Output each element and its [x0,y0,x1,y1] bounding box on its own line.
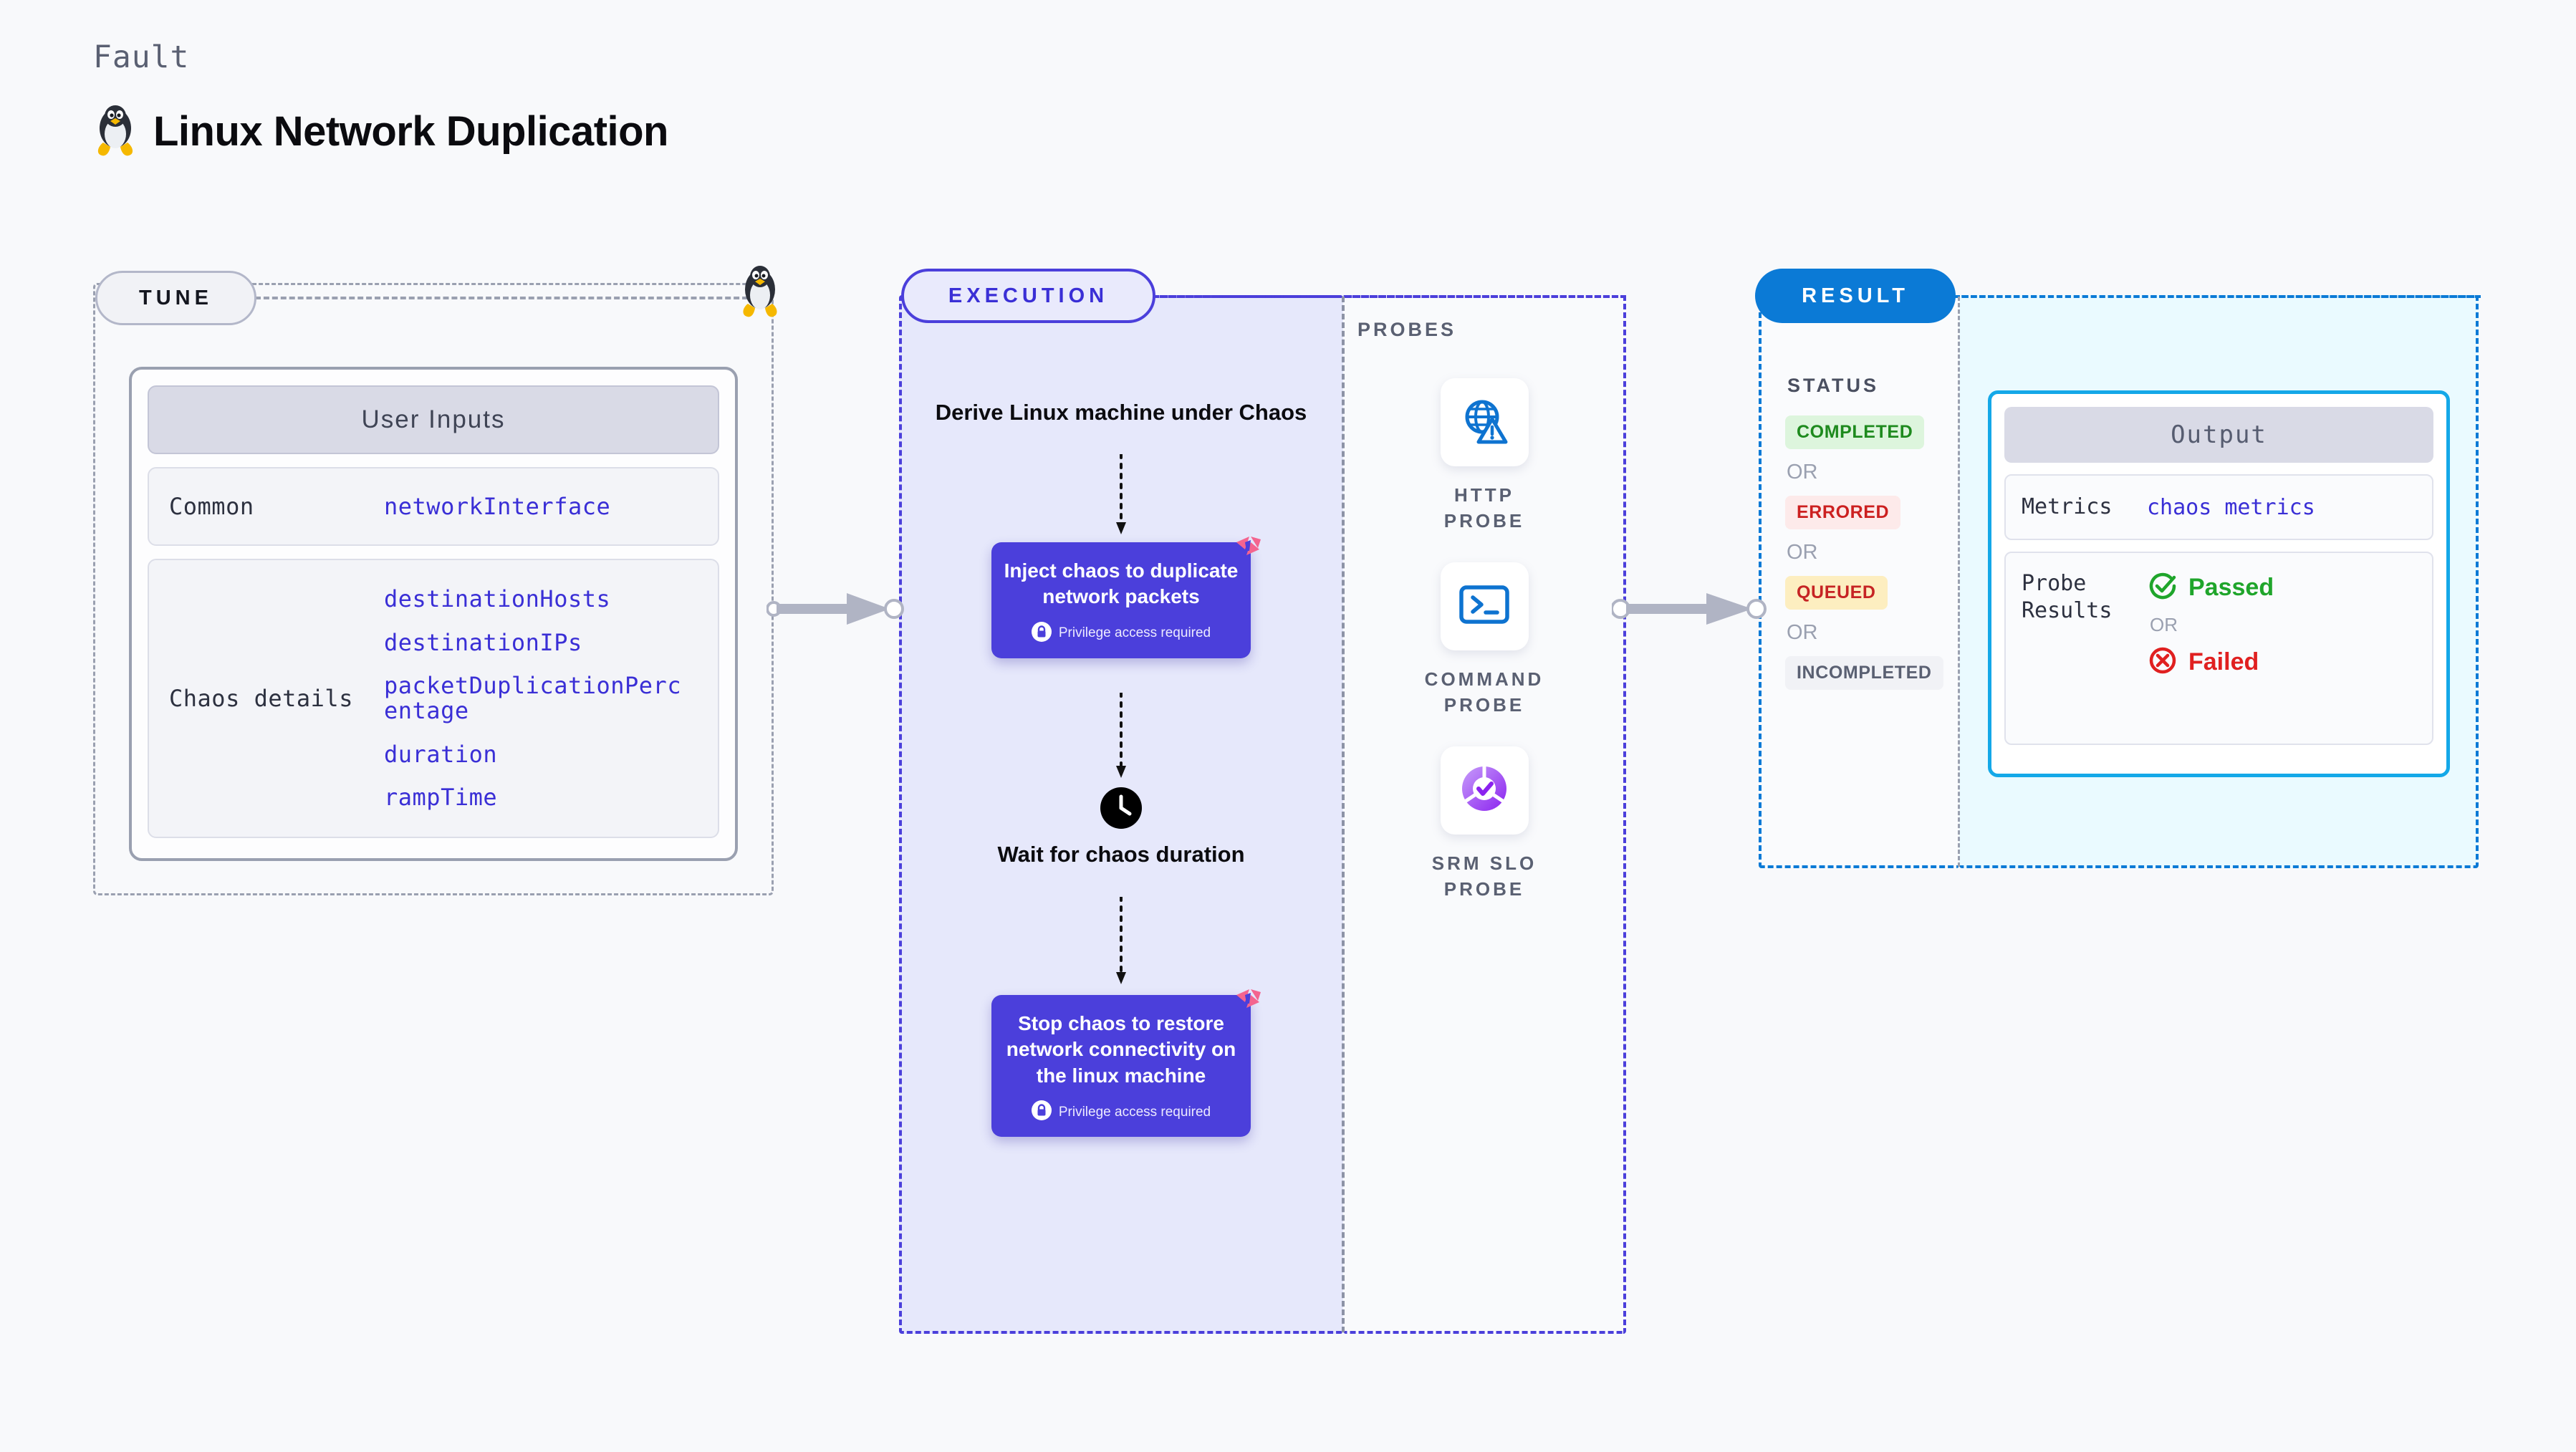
tune-row-chaos-details: Chaos details destinationHosts destinati… [148,559,719,838]
status-or: OR [1787,461,1818,484]
probe-result-passed-label: Passed [2188,574,2274,601]
result-pill-label: RESULT [1802,284,1909,307]
probe-result-failed-label: Failed [2188,648,2259,675]
flow-arrow-3 [1114,895,1128,990]
tune-row-values: networkInterface [384,494,610,519]
page-title-row: Linux Network Duplication [93,104,669,158]
user-inputs-header: User Inputs [148,385,719,454]
terminal-icon [1458,583,1510,630]
tune-row-common: Common networkInterface [148,467,719,546]
flow-card-title: Inject chaos to duplicate network packet… [1004,559,1239,608]
probe-srm-slo[interactable]: SRM SLO PROBE [1420,746,1549,903]
execution-flow: Derive Linux machine under Chaos Inject … [899,295,1343,1334]
probe-label: HTTP PROBE [1443,484,1525,532]
status-badge-completed: COMPLETED [1785,415,1925,449]
tune-row-values: destinationHosts destinationIPs packetDu… [384,587,685,809]
probes-divider [1342,297,1345,1332]
probe-tile [1440,562,1529,650]
tune-input-value[interactable]: duration [384,740,498,768]
tune-input-value[interactable]: networkInterface [384,492,611,520]
output-header: Output [2004,407,2433,463]
probe-label: COMMAND PROBE [1424,668,1544,716]
privilege-row: Privilege access required [1003,621,1239,645]
page-title: Linux Network Duplication [153,107,669,155]
litmus-mark-icon [1229,979,1267,1020]
execution-pill-label: EXECUTION [948,284,1109,307]
flow-arrow-1 [1114,453,1128,540]
flow-step-derive-label: Derive Linux machine under Chaos [935,400,1307,425]
status-or: OR [1787,541,1818,564]
status-badge-queued: QUEUED [1785,576,1888,610]
status-list: COMPLETED OR ERRORED OR QUEUED OR INCOMP… [1785,415,1964,690]
tune-input-value[interactable]: destinationIPs [384,628,582,656]
probe-result-failed: Failed [2147,645,2274,680]
flow-card-title: Stop chaos to restore network connectivi… [1006,1012,1236,1087]
flow-step-wait-label: Wait for chaos duration [997,842,1245,867]
globe-warning-icon [1458,395,1510,450]
privilege-text: Privilege access required [1058,1104,1211,1120]
slo-donut-check-icon [1457,761,1512,819]
tune-linux-tux-icon [738,264,782,323]
tune-input-value[interactable]: rampTime [384,784,498,812]
lock-icon [1031,1100,1052,1124]
probe-tile [1440,378,1529,466]
output-row-label: Probe Results [2022,571,2113,623]
check-circle-icon [2147,570,2178,605]
probe-label: SRM SLO PROBE [1431,852,1537,900]
tune-pill-label: TUNE [139,286,213,309]
tune-pill[interactable]: TUNE [95,271,256,325]
result-status-divider [1958,297,1960,867]
output-row-probe-results: Probe Results Passed OR [2004,552,2433,745]
tune-input-value[interactable]: destinationHosts [384,585,611,613]
tune-panel [93,283,774,895]
result-pill[interactable]: RESULT [1755,269,1956,323]
tune-input-value[interactable]: packetDuplicationPercentage [384,672,682,724]
tune-row-label: Chaos details [169,685,353,712]
tune-row-label: Common [169,493,254,520]
probe-result-or: OR [2150,614,2178,635]
connector-tune-to-execution [766,587,910,634]
x-circle-icon [2147,645,2178,680]
page-header: Fault Linux Network Duplication [93,39,669,158]
clock-icon [1099,786,1143,834]
probes-title: PROBES [1357,319,1457,340]
status-or: OR [1787,621,1818,644]
execution-pill[interactable]: EXECUTION [901,269,1155,323]
status-title: STATUS [1787,375,1879,396]
flow-card-inject-chaos[interactable]: Inject chaos to duplicate network packet… [991,537,1261,658]
status-badge-errored: ERRORED [1785,496,1901,529]
litmus-mark-icon [1229,527,1267,567]
output-metrics-value[interactable]: chaos metrics [2147,494,2315,520]
lock-icon [1031,621,1052,645]
result-connector-dash [1954,295,2481,298]
page-kicker: Fault [93,39,190,75]
execution-connector-dash [1153,295,1626,298]
flow-arrow-2 [1114,691,1128,784]
probe-tile [1440,746,1529,835]
output-row-metrics: Metrics chaos metrics [2004,474,2433,540]
privilege-row: Privilege access required [1003,1100,1239,1124]
connector-execution-to-result [1610,587,1777,634]
output-row-label: Metrics [2022,494,2113,520]
probe-result-options: Passed OR Failed [2147,570,2274,680]
user-inputs-card: User Inputs Common networkInterface Chao… [129,367,738,861]
tune-connector-dash [255,297,756,299]
probe-result-passed: Passed [2147,570,2274,605]
probe-http[interactable]: HTTP PROBE [1420,378,1549,534]
flow-card-stop-chaos[interactable]: Stop chaos to restore network connectivi… [991,989,1261,1138]
linux-tux-icon [93,104,138,158]
status-badge-incompleted: INCOMPLETED [1785,656,1943,690]
output-card: Output Metrics chaos metrics Probe Resul… [1988,390,2450,777]
probe-command[interactable]: COMMAND PROBE [1420,562,1549,718]
privilege-text: Privilege access required [1058,625,1211,641]
